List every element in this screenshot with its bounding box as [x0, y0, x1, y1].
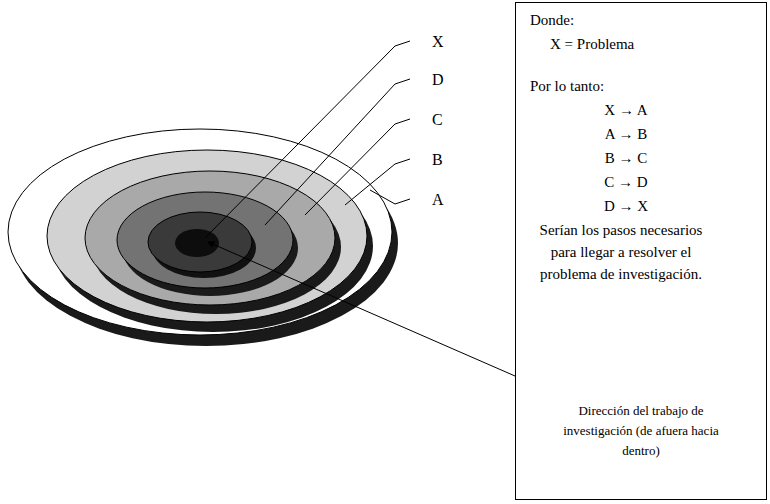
- ring-label: X: [432, 32, 444, 52]
- concentric-rings: [8, 129, 398, 346]
- box-text: Donde:: [530, 9, 750, 31]
- box-text: X = Problema: [550, 33, 750, 55]
- box-text: Serían los pasos necesarios para llegar …: [526, 219, 716, 285]
- ring-label: A: [432, 190, 444, 210]
- legend-box: Donde:X = ProblemaPor lo tanto:X → AA → …: [515, 2, 767, 500]
- ring-label: D: [432, 70, 444, 90]
- box-text: B → C: [526, 147, 726, 169]
- box-text: C → D: [526, 171, 726, 193]
- direction-leader: [208, 242, 515, 376]
- box-text: A → B: [526, 123, 726, 145]
- ring-label: C: [432, 110, 443, 130]
- box-text: X → A: [526, 99, 726, 121]
- leader-lines: [205, 41, 410, 238]
- ring-label: B: [432, 150, 443, 170]
- box-text: Dirección del trabajo de investigación (…: [546, 401, 736, 461]
- box-text: Por lo tanto:: [530, 75, 750, 97]
- box-text: D → X: [526, 195, 726, 217]
